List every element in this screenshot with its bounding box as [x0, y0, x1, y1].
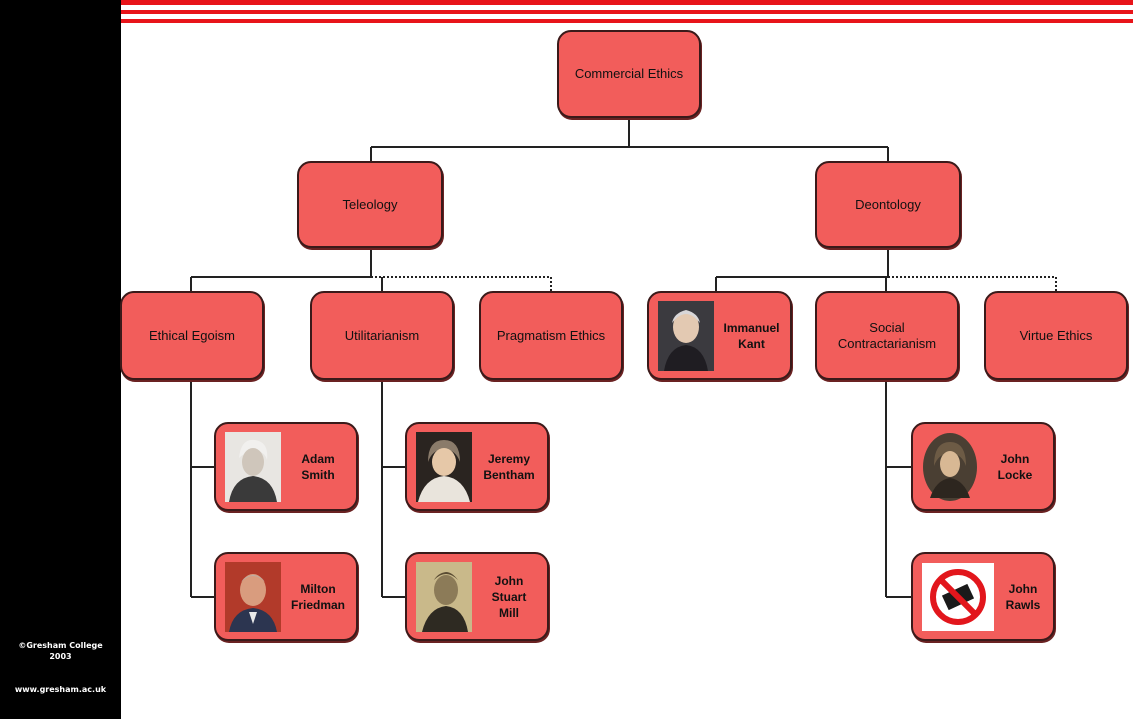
- node-label: Utilitarianism: [344, 327, 420, 343]
- person-name: Adam Smith: [301, 451, 335, 482]
- copyright-line-2: 2003: [49, 652, 72, 661]
- copyright-line-1: ©Gresham College: [18, 641, 103, 650]
- header-rule-1: [121, 10, 1133, 14]
- portrait-locke: [922, 432, 978, 502]
- node-john-stuart-mill: John Stuart Mill: [405, 552, 549, 641]
- node-john-locke: John Locke: [911, 422, 1055, 511]
- person-name: John Locke: [997, 451, 1033, 482]
- node-john-rawls: John Rawls: [911, 552, 1055, 641]
- node-label: Virtue Ethics: [1019, 327, 1093, 343]
- portrait-mill: [416, 562, 472, 632]
- portrait-kant: [658, 301, 714, 371]
- header-rule-2: [121, 19, 1133, 23]
- website-text: www.gresham.ac.uk: [14, 685, 107, 694]
- person-name: John Stuart Mill: [491, 573, 527, 620]
- person-name: John Rawls: [1005, 581, 1041, 612]
- person-name: Jeremy Bentham: [483, 451, 535, 482]
- node-immanuel-kant: Immanuel Kant: [647, 291, 792, 380]
- node-deontology: Deontology: [815, 161, 961, 248]
- person-name: Immanuel Kant: [723, 320, 780, 351]
- no-image-icon: [922, 563, 994, 631]
- node-teleology: Teleology: [297, 161, 443, 248]
- left-sidebar: ©Gresham College 2003 www.gresham.ac.uk: [0, 0, 121, 719]
- node-social-contractarianism: Social Contractarianism: [815, 291, 959, 380]
- portrait-friedman: [225, 562, 281, 632]
- node-adam-smith: Adam Smith: [214, 422, 358, 511]
- node-label: Ethical Egoism: [149, 327, 235, 343]
- node-label: Deontology: [855, 196, 921, 212]
- node-ethical-egoism: Ethical Egoism: [120, 291, 264, 380]
- person-name: Milton Friedman: [290, 581, 345, 612]
- node-label: Social Contractarianism: [837, 319, 937, 351]
- node-label: Pragmatism Ethics: [496, 327, 606, 343]
- node-commercial-ethics: Commercial Ethics: [557, 30, 701, 118]
- node-pragmatism-ethics: Pragmatism Ethics: [479, 291, 623, 380]
- node-label: Teleology: [342, 196, 398, 212]
- node-jeremy-bentham: Jeremy Bentham: [405, 422, 549, 511]
- node-virtue-ethics: Virtue Ethics: [984, 291, 1128, 380]
- portrait-smith: [225, 432, 281, 502]
- node-label: Commercial Ethics: [574, 66, 684, 81]
- copyright-text: ©Gresham College 2003: [4, 640, 117, 662]
- node-utilitarianism: Utilitarianism: [310, 291, 454, 380]
- portrait-bentham: [416, 432, 472, 502]
- node-milton-friedman: Milton Friedman: [214, 552, 358, 641]
- top-red-bar: [0, 0, 1133, 5]
